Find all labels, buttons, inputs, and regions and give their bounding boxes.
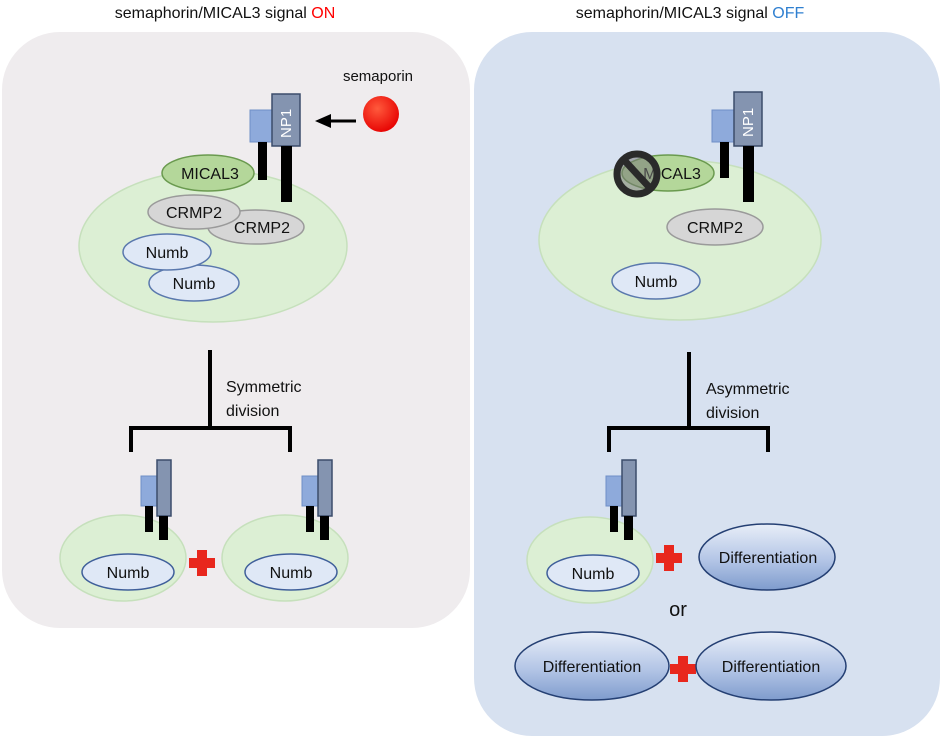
left-daughter-a-numb bbox=[81, 553, 175, 591]
left-plus-icon bbox=[189, 550, 215, 576]
bottom-differentiation-right-label: Differentiation bbox=[722, 659, 820, 676]
right-daughter-numb-label: Numb bbox=[572, 566, 615, 583]
right-plus-icon-bottom bbox=[670, 656, 696, 682]
right-daughter-cell: Numb bbox=[526, 459, 654, 604]
left-numb-front bbox=[122, 233, 212, 271]
right-np1-label: NP1 bbox=[740, 108, 757, 137]
right-differentiation-label: Differentiation bbox=[719, 550, 817, 567]
left-division-bracket bbox=[129, 350, 292, 452]
left-crmp2-front bbox=[147, 194, 241, 230]
left-division-line1: Symmetric bbox=[226, 379, 302, 396]
left-division-line2: division bbox=[226, 403, 279, 420]
left-np1-label: NP1 bbox=[278, 109, 295, 138]
left-coreceptor-stalk bbox=[258, 142, 267, 180]
left-panel-title: semaphorin/MICAL3 signal ON bbox=[115, 5, 336, 22]
right-daughter-numb bbox=[546, 554, 640, 592]
right-numb-label: Numb bbox=[635, 274, 678, 291]
left-numb-back-label: Numb bbox=[173, 276, 216, 293]
binding-arrow bbox=[315, 114, 356, 128]
right-np1-receptor: NP1 bbox=[711, 91, 763, 202]
left-daughter-a-numb-label: Numb bbox=[107, 565, 150, 582]
left-mical3-label: MICAL3 bbox=[181, 166, 239, 183]
left-np1-stalk bbox=[281, 146, 292, 202]
bottom-differentiation-left-label: Differentiation bbox=[543, 659, 641, 676]
left-daughter-cell-b: Numb bbox=[221, 459, 349, 602]
right-division-line1: Asymmetric bbox=[706, 381, 790, 398]
right-division-bracket bbox=[607, 352, 770, 452]
left-np1-receptor: NP1 bbox=[249, 93, 301, 202]
semaphorin-ligand bbox=[363, 96, 399, 132]
right-numb bbox=[611, 262, 701, 300]
right-np1-stalk bbox=[743, 146, 754, 202]
right-crmp2-label: CRMP2 bbox=[687, 220, 743, 237]
right-coreceptor bbox=[711, 109, 735, 143]
left-numb-front-label: Numb bbox=[146, 245, 189, 262]
right-crmp2 bbox=[666, 208, 764, 246]
right-division-line2: division bbox=[706, 405, 759, 422]
right-plus-icon-top bbox=[656, 545, 682, 571]
semaphorin-label: semaporin bbox=[343, 68, 413, 85]
or-label: or bbox=[669, 599, 687, 621]
signal-off-status: OFF bbox=[772, 5, 804, 22]
right-differentiation-cell bbox=[698, 523, 836, 591]
left-daughter-b-numb-label: Numb bbox=[270, 565, 313, 582]
bottom-differentiation-right bbox=[695, 631, 847, 701]
bottom-differentiation-left bbox=[514, 631, 670, 701]
prohibition-icon bbox=[613, 150, 661, 198]
left-mical3 bbox=[161, 154, 255, 192]
signal-on-status: ON bbox=[311, 5, 335, 22]
right-panel-title: semaphorin/MICAL3 signal OFF bbox=[576, 5, 805, 22]
left-crmp2-front-label: CRMP2 bbox=[166, 205, 222, 222]
right-coreceptor-stalk bbox=[720, 142, 729, 178]
left-daughter-cell-a: Numb bbox=[59, 459, 187, 602]
left-crmp2-back-label: CRMP2 bbox=[234, 220, 290, 237]
left-daughter-b-numb bbox=[244, 553, 338, 591]
left-panel bbox=[2, 32, 470, 628]
left-coreceptor bbox=[249, 109, 273, 143]
